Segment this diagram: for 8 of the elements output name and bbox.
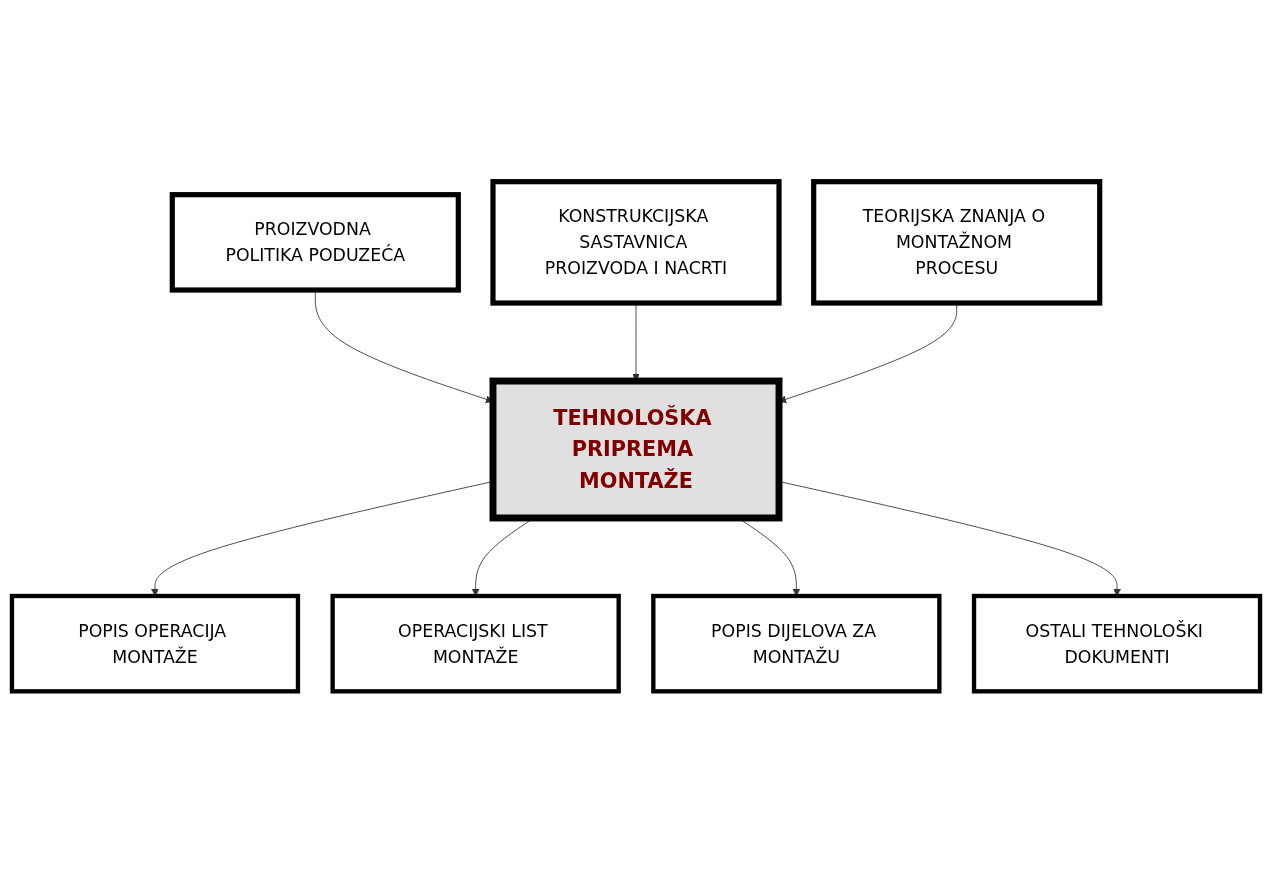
node-box: OSTALI TEHNOLOŠKI DOKUMENTI <box>971 593 1263 694</box>
node-box: OPERACIJSKI LIST MONTAŽE <box>330 593 621 694</box>
node-box: PROIZVODNA POLITIKA PODUZEĆA <box>169 192 461 293</box>
node-box: KONSTRUKCIJSKA SASTAVNICA PROIZVODA I NACRTI <box>490 179 782 306</box>
node-box: POPIS OPERACIJA MONTAŽE <box>9 593 301 694</box>
node-box: TEHNOLOŠKA PRIPREMA MONTAŽE <box>489 377 783 522</box>
node-box: POPIS DIJELOVA ZA MONTAŽU <box>651 593 942 694</box>
node-box: TEORIJSKA ZNANJA O MONTAŽNOM PROCESU <box>811 179 1103 306</box>
